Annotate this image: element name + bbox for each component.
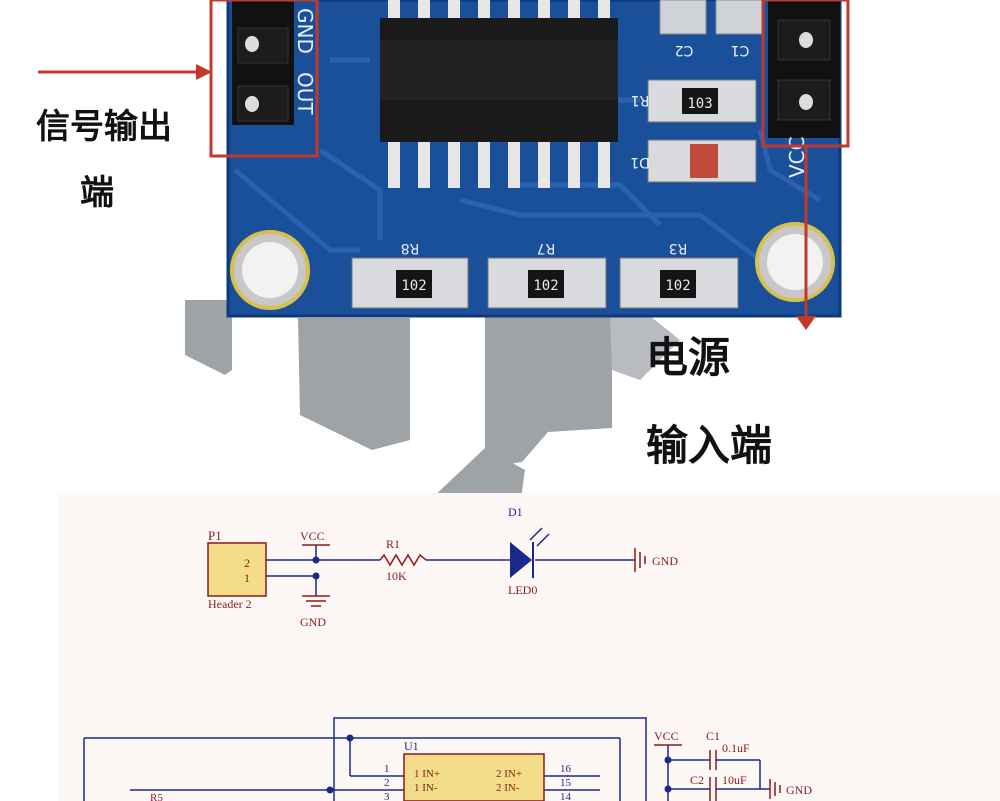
resistor-r1-symbol: [379, 553, 427, 567]
u1-body: [403, 753, 545, 801]
photo-board: GND OUT C2 C1 103 R: [185, 0, 842, 520]
u1-pin1-num: 1: [384, 763, 390, 775]
sensor-shadow-left: [185, 300, 232, 375]
silk-d1: D1: [630, 154, 650, 170]
gnd-symbol-right: [634, 548, 646, 572]
silk-r1: R1: [631, 92, 650, 108]
arrow-down-icon: [796, 316, 816, 330]
signal-highlight-box: [209, 0, 319, 158]
cap-c2: [659, 0, 707, 35]
r3-code: 102: [665, 278, 690, 294]
gnd-label-right: GND: [652, 554, 678, 568]
vcc-label-1: VCC: [300, 529, 325, 543]
gnd-label-left: GND: [300, 615, 326, 629]
sensor-shadow-mid1: [298, 318, 410, 450]
c2-value-sch: 10uF: [722, 773, 747, 787]
silk-gnd-label: GND: [293, 8, 317, 54]
p1-pin2: 2: [244, 556, 250, 570]
schematic-led-circuit: P1 2 1 Header 2 VCC GND R1 10K D1: [58, 493, 1000, 801]
resistor-r7: 102 R7: [487, 240, 607, 309]
u1-pin2-num: 2: [384, 777, 390, 789]
u1-pin16-name: 2 IN+: [496, 768, 522, 780]
gnd-symbol-2: [769, 779, 781, 799]
resistor-r3: 102 R3: [619, 240, 739, 309]
u1-pin16-num: 16: [560, 763, 572, 775]
led-symbol: [510, 542, 532, 578]
arrow-right-icon: [196, 64, 212, 80]
gnd-symbol-left: [302, 595, 330, 607]
vcc-label-2: VCC: [654, 729, 679, 743]
resistor-r8: 102 R8: [351, 240, 469, 309]
r1-code: 103: [687, 96, 712, 112]
callout-signal: 信号输出 端: [36, 0, 319, 213]
silk-r3: R3: [669, 240, 688, 256]
u1-pin3-num: 3: [384, 791, 390, 801]
power-label-line1: 电源: [646, 333, 730, 382]
signal-label-line1: 信号输出: [36, 107, 172, 147]
c1-value-sch: 0.1uF: [722, 741, 750, 755]
r7-code: 102: [533, 278, 558, 294]
d1-value-sch: LED0: [508, 583, 537, 597]
r8-code: 102: [401, 278, 426, 294]
r1-value-sch: 10K: [386, 569, 407, 583]
r5-ref-sch: R5: [150, 792, 163, 801]
sensor-shadow-mid2: [485, 300, 612, 468]
gnd-label-2: GND: [786, 783, 812, 797]
d1-ref-sch: D1: [508, 505, 523, 519]
u1-pin1-name: 1 IN+: [414, 768, 440, 780]
u1-pin15-name: 2 IN-: [496, 782, 520, 794]
ic-chip: [380, 0, 618, 188]
p1-ref: P1: [208, 528, 222, 543]
u1-pin2-name: 1 IN-: [414, 782, 438, 794]
power-label-line2: 输入端: [646, 421, 772, 470]
c2-ref-sch: C2: [690, 773, 704, 787]
p1-pin1: 1: [244, 571, 250, 585]
cap-c1: [715, 0, 763, 35]
silk-r7: R7: [537, 240, 556, 256]
silk-c1: C1: [731, 42, 750, 58]
silk-r8: R8: [401, 240, 420, 256]
callout-power: 电源 输入端: [646, 0, 850, 470]
u1-ref: U1: [404, 739, 419, 753]
resistor-r1: 103 R1: [631, 79, 757, 123]
led-d1: D1: [630, 139, 757, 183]
c1-ref-sch: C1: [706, 729, 720, 743]
u1-pin15-num: 15: [560, 777, 572, 789]
signal-label-line2: 端: [80, 173, 114, 213]
sensor-shadow-right: [610, 316, 680, 380]
silk-c2: C2: [675, 42, 694, 58]
schematic-opamp: U1 1 2 3 1 IN+ 1 IN- 2 IN+ 2 IN- 16 15 1…: [83, 717, 812, 801]
silk-out-label: OUT: [293, 72, 317, 115]
p1-name: Header 2: [208, 597, 252, 611]
p1-header: [207, 542, 267, 597]
r1-ref-sch: R1: [386, 537, 400, 551]
u1-pin14-num: 14: [560, 791, 572, 801]
